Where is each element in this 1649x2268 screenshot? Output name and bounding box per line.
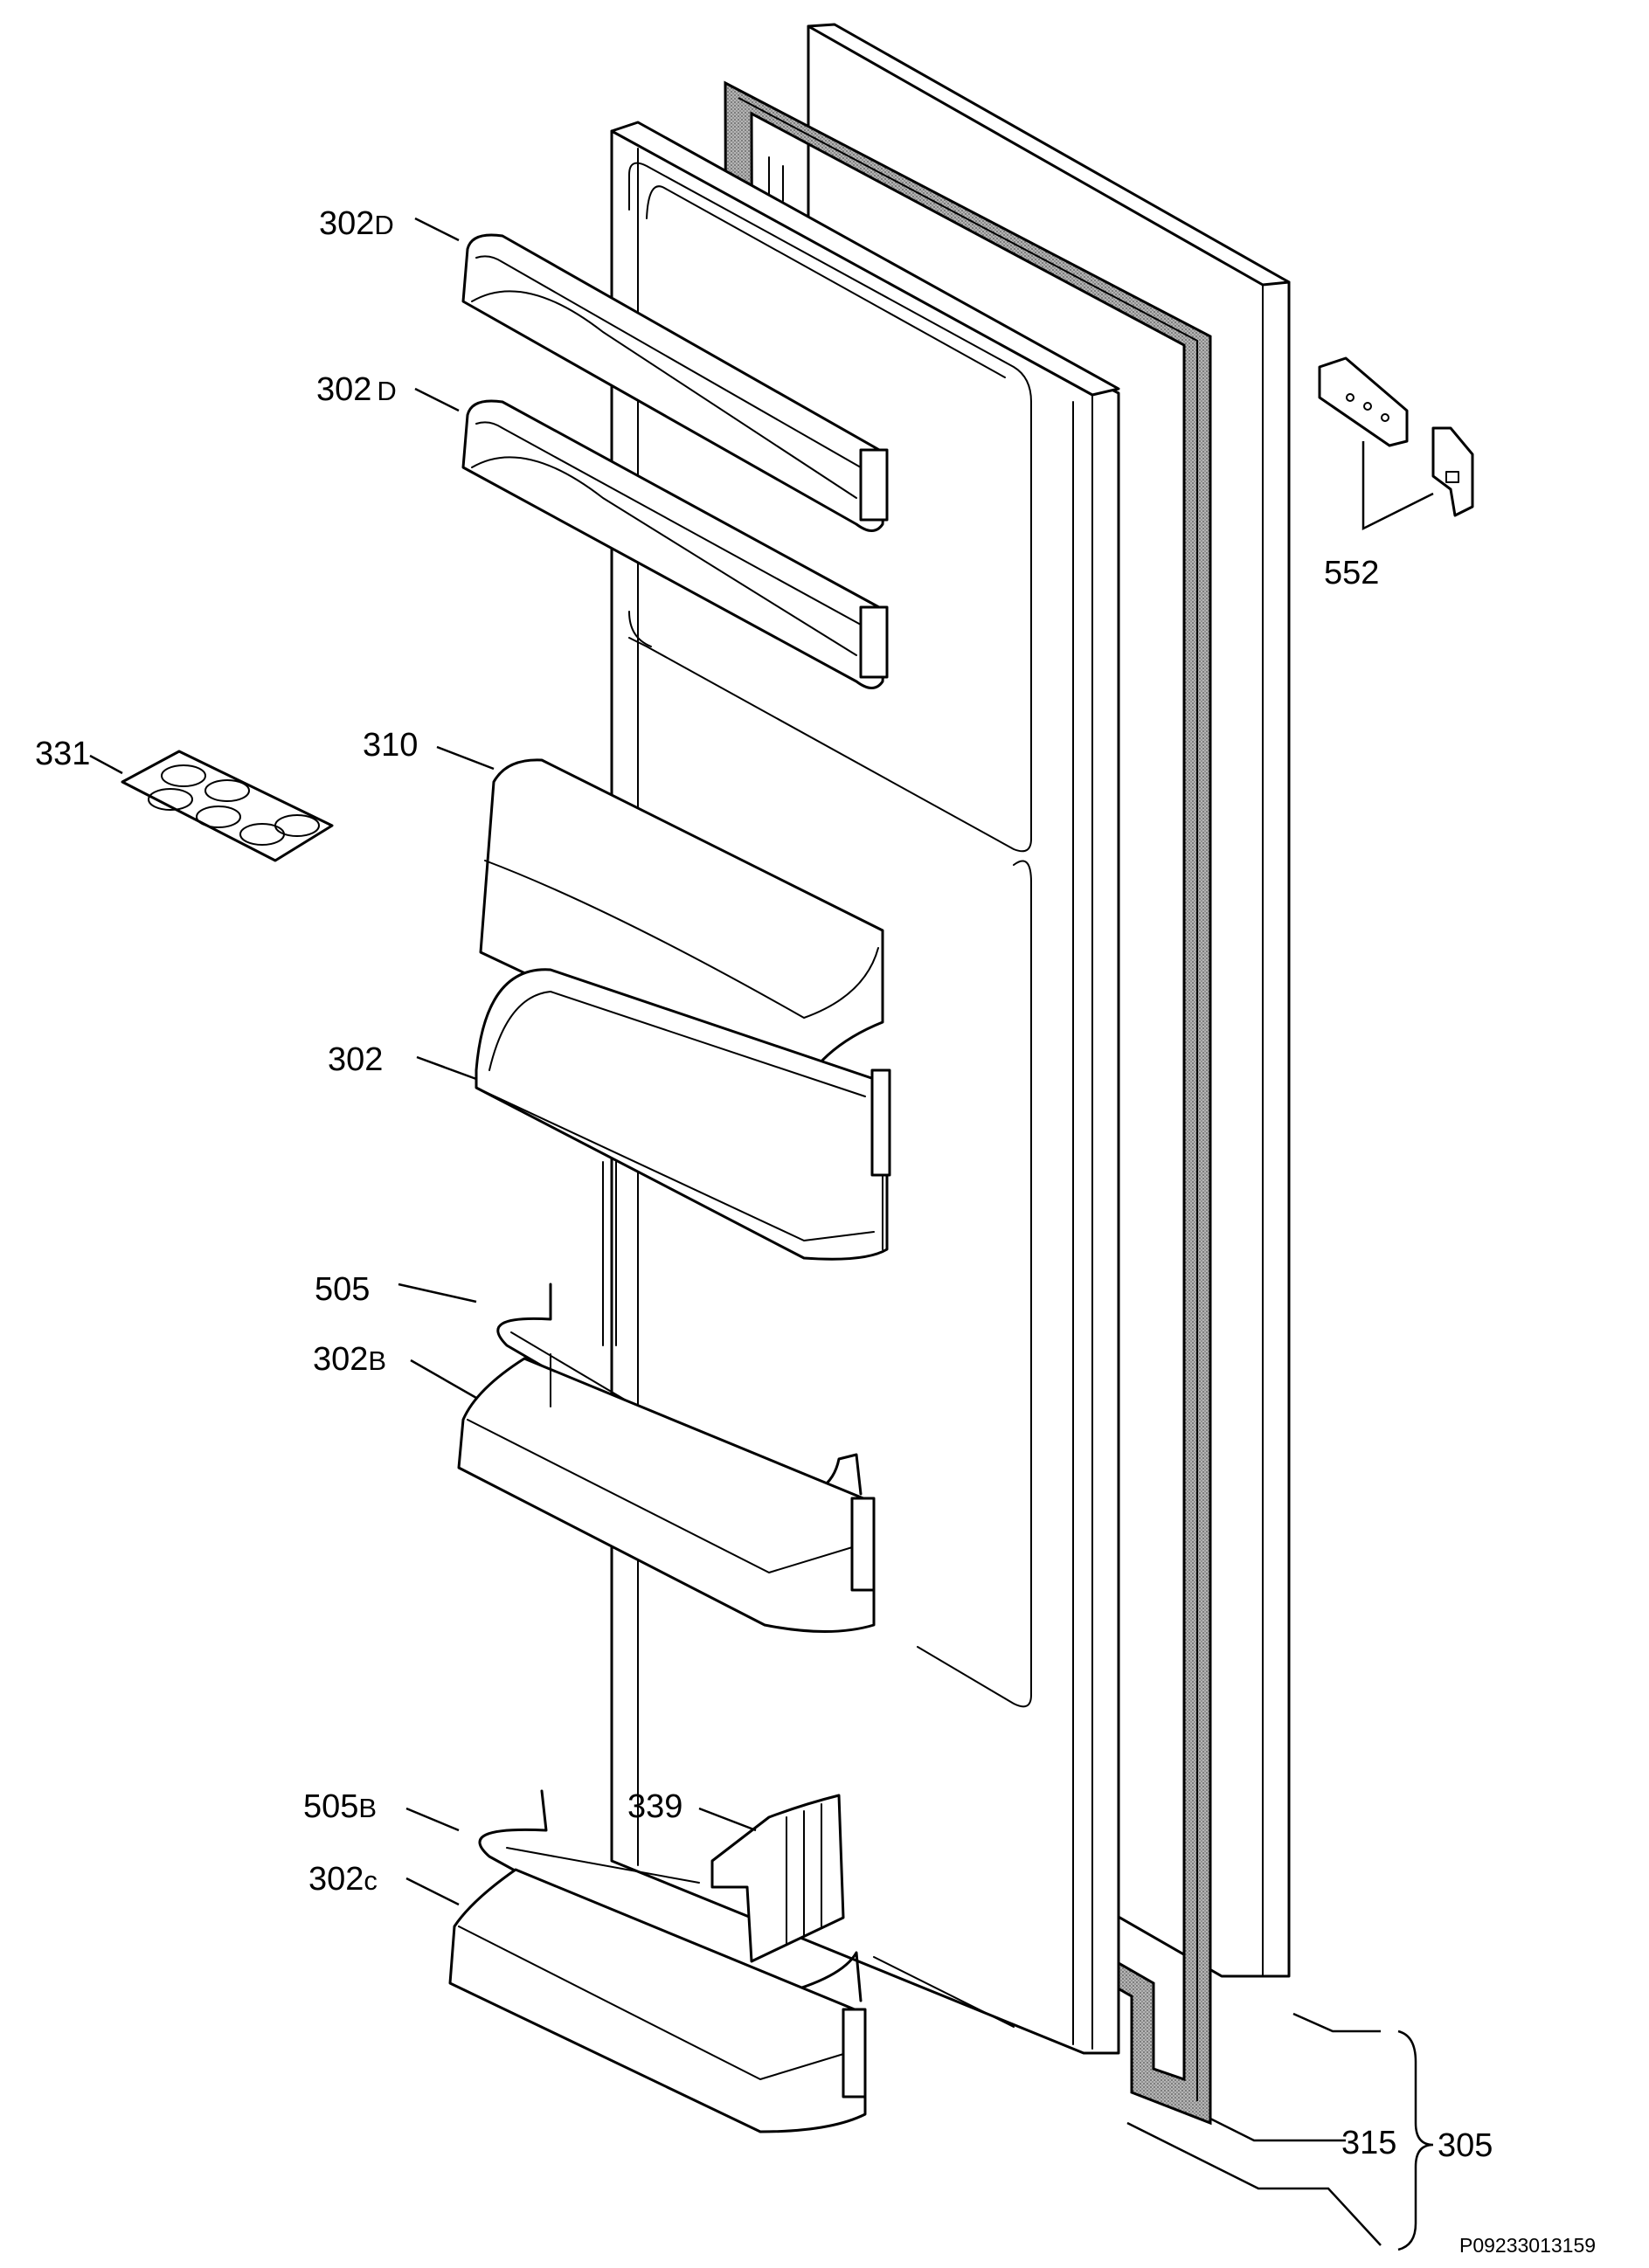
label-302: 302 [328,1041,383,1078]
door-shelf-302d-top [461,233,889,532]
reference-code: P09233013159 [1459,2234,1596,2257]
label-315: 315 [1341,2125,1396,2161]
label-302c: 302C [308,1861,378,1898]
label-552: 552 [1324,555,1379,591]
egg-tray-331 [121,750,334,862]
label-302b: 302B [313,1341,386,1378]
label-505: 505 [315,1271,370,1308]
bottle-shelf-302b [457,1353,876,1633]
bottom-shelf-302c [448,1868,867,2133]
bottle-holder-339 [710,1794,845,1963]
label-302d-top: 302D [319,205,394,242]
assembly-brace [1397,2029,1434,2251]
door-shelf-302d-middle [461,399,889,689]
hinge-552 [1318,356,1474,517]
leader-lines [89,217,1434,2246]
label-505b: 505B [303,1788,377,1825]
dairy-box-302 [475,968,891,1261]
label-310: 310 [363,727,418,764]
label-305: 305 [1438,2127,1493,2164]
label-331: 331 [35,736,90,772]
label-339: 339 [627,1788,682,1825]
